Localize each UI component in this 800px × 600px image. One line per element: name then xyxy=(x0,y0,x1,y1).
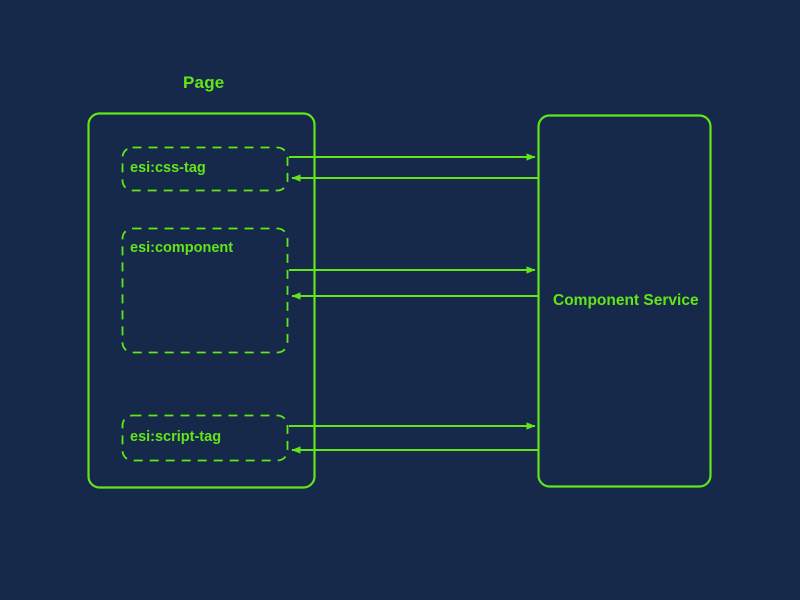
esi-component-label: esi:component xyxy=(130,240,234,256)
esi-script-tag-label: esi:script-tag xyxy=(130,429,222,445)
page-container-box xyxy=(87,112,316,489)
esi-css-tag-label: esi:css-tag xyxy=(130,160,206,176)
esi-script-tag-box xyxy=(121,414,289,462)
component-service-label: Component Service xyxy=(553,292,699,309)
esi-css-tag-box xyxy=(121,146,289,192)
component-service-box xyxy=(537,114,712,488)
esi-component-box xyxy=(121,227,289,354)
page-title-label: Page xyxy=(183,73,225,92)
